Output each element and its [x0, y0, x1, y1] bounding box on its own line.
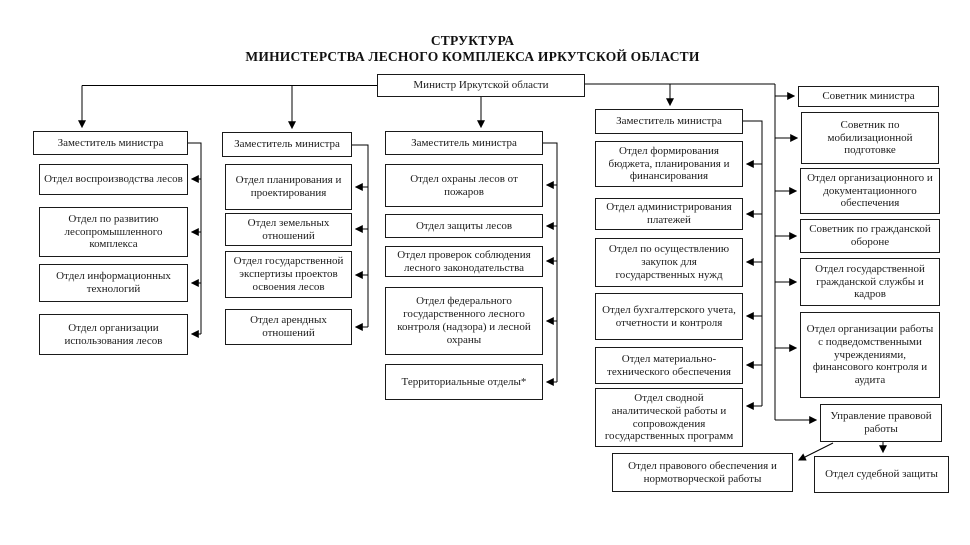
- dept-organizational-documentation-box: Отдел организационного и документационно…: [800, 168, 940, 214]
- dept-analytical-work-programs-box: Отдел сводной аналитической работы и соп…: [595, 388, 743, 447]
- chart-title-line1: СТРУКТУРА: [430, 33, 515, 48]
- dept-judicial-defense-box: Отдел судебной защиты: [814, 456, 949, 493]
- dept-forest-fire-protection-box: Отдел охраны лесов от пожаров: [385, 164, 543, 207]
- deputy-minister-2-box: Заместитель министра: [222, 132, 352, 157]
- territorial-departments-box: Территориальные отделы*: [385, 364, 543, 400]
- deputy-minister-3-box: Заместитель министра: [385, 131, 543, 155]
- dept-forest-use-organization-box: Отдел организации использования лесов: [39, 314, 188, 355]
- dept-planning-design-box: Отдел планирования и проектирования: [225, 164, 352, 210]
- dept-information-technology-box: Отдел информационных технологий: [39, 264, 188, 302]
- chart-title-line2: МИНИСТЕРСТВА ЛЕСНОГО КОМПЛЕКСА ИРКУТСКОЙ…: [245, 48, 700, 64]
- dept-forest-reproduction-box: Отдел воспроизводства лесов: [39, 164, 188, 195]
- adviser-civil-defense-box: Советник по гражданской обороне: [800, 219, 940, 253]
- deputy-minister-1-box: Заместитель министра: [33, 131, 188, 155]
- dept-budget-formation-box: Отдел формирования бюджета, планирования…: [595, 141, 743, 187]
- adviser-minister-box: Советник министра: [798, 86, 939, 107]
- dept-land-relations-box: Отдел земельных отношений: [225, 213, 352, 246]
- dept-forest-law-compliance-box: Отдел проверок соблюдения лесного законо…: [385, 246, 543, 277]
- minister-box: Министр Иркутской области: [377, 74, 585, 97]
- dept-accounting-control-box: Отдел бухгалтерского учета, отчетности и…: [595, 293, 743, 340]
- dept-payments-administration-box: Отдел администрирования платежей: [595, 198, 743, 230]
- dept-federal-forest-control-box: Отдел федерального государственного лесн…: [385, 287, 543, 355]
- dept-subordinate-institutions-control-box: Отдел организации работы с подведомствен…: [800, 312, 940, 398]
- dept-forest-protection-box: Отдел защиты лесов: [385, 214, 543, 238]
- dept-material-technical-support-box: Отдел материально-технического обеспечен…: [595, 347, 743, 384]
- dept-lease-relations-box: Отдел арендных отношений: [225, 309, 352, 345]
- adviser-mobilization-box: Советник по мобилизационной подготовке: [801, 112, 939, 164]
- dept-state-expertise-forest-projects-box: Отдел государственной экспертизы проекто…: [225, 251, 352, 298]
- dept-timber-industry-development-box: Отдел по развитию лесопромышленного комп…: [39, 207, 188, 257]
- legal-work-directorate-box: Управление правовой работы: [820, 404, 942, 442]
- dept-legal-support-box: Отдел правового обеспечения и нормотворч…: [612, 453, 793, 492]
- dept-civil-service-hr-box: Отдел государственной гражданской службы…: [800, 258, 940, 306]
- dept-state-procurement-box: Отдел по осуществлению закупок для госуд…: [595, 238, 743, 287]
- deputy-minister-4-box: Заместитель министра: [595, 109, 743, 134]
- chart-title: СТРУКТУРА МИНИСТЕРСТВА ЛЕСНОГО КОМПЛЕКСА…: [0, 33, 945, 64]
